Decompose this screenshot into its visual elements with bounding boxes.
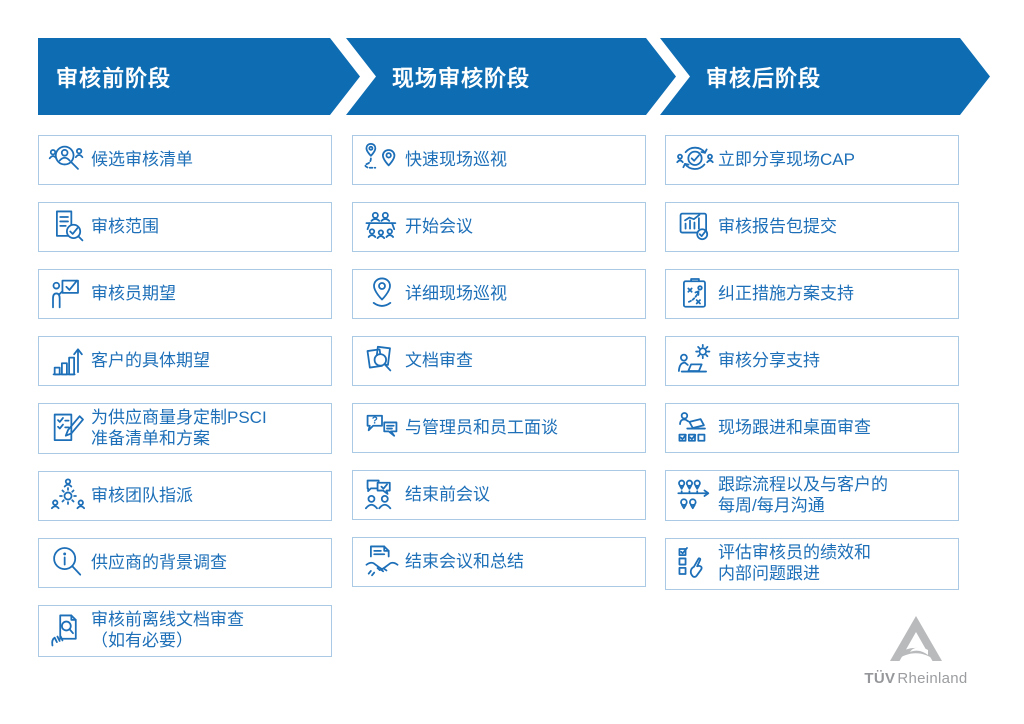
process-step-box: 结束前会议 — [352, 470, 646, 520]
phase-header-label: 审核后阶段 — [706, 65, 822, 91]
process-step-box: 开始会议 — [352, 202, 646, 252]
logo-brand-regular: Rheinland — [897, 670, 968, 687]
process-step-label: 与管理员和员工面谈 — [405, 417, 558, 437]
process-step-label: 文档审查 — [405, 350, 473, 370]
pre-audit-steps-column: 候选审核清单 审核范围 审核员期望 客户的具体期望 为供应商量身定制PSCI 准… — [38, 135, 332, 674]
phase-header-pre-audit: 审核前阶段 — [38, 38, 360, 115]
process-step-label: 审核前离线文档审查 （如有必要） — [91, 610, 244, 651]
phase-header-label: 现场审核阶段 — [392, 65, 531, 91]
psci-checklist-icon — [45, 409, 91, 449]
process-step-label: 详细现场巡视 — [405, 283, 507, 303]
process-step-box: 文档审查 — [352, 336, 646, 386]
report-submission-icon — [672, 207, 718, 247]
background-check-icon — [45, 543, 91, 583]
audit-share-support-icon — [672, 341, 718, 381]
closing-meeting-icon — [359, 542, 405, 582]
auditor-expectations-icon — [45, 274, 91, 314]
process-step-label: 跟踪流程以及与客户的 每周/每月沟通 — [718, 475, 888, 515]
process-step-box: 审核报告包提交 — [665, 202, 959, 252]
candidate-audit-list-icon — [45, 140, 91, 180]
process-step-label: 快速现场巡视 — [405, 149, 507, 169]
process-step-label: 审核团队指派 — [91, 486, 193, 506]
team-assignment-icon — [45, 476, 91, 516]
process-step-label: 审核员期望 — [91, 283, 176, 303]
pre-closing-meeting-icon — [359, 475, 405, 515]
process-step-box: 审核分享支持 — [665, 336, 959, 386]
audit-scope-icon — [45, 207, 91, 247]
process-step-label: 审核报告包提交 — [718, 216, 837, 236]
process-step-label: 评估审核员的绩效和 内部问题跟进 — [718, 543, 871, 584]
process-step-box: 审核范围 — [38, 202, 332, 252]
detailed-site-tour-icon — [359, 274, 405, 314]
process-step-box: 立即分享现场CAP — [665, 135, 959, 185]
process-step-box: 纠正措施方案支持 — [665, 269, 959, 319]
phase-header-onsite-audit: 现场审核阶段 — [346, 38, 676, 115]
process-tracking-icon — [672, 476, 718, 516]
process-step-box: 客户的具体期望 — [38, 336, 332, 386]
process-step-label: 结束会议和总结 — [405, 551, 524, 571]
document-review-icon — [359, 341, 405, 381]
process-step-label: 客户的具体期望 — [91, 350, 210, 370]
process-step-box: 详细现场巡视 — [352, 269, 646, 319]
quick-site-tour-icon — [359, 140, 405, 180]
process-step-label: 纠正措施方案支持 — [718, 283, 854, 303]
offline-doc-review-icon — [45, 611, 91, 651]
tuv-rheinland-triangle-icon — [890, 616, 942, 661]
svg-text:?: ? — [372, 416, 378, 427]
corrective-action-support-icon — [672, 274, 718, 314]
process-step-label: 为供应商量身定制PSCI 准备清单和方案 — [91, 408, 267, 448]
process-step-box: 候选审核清单 — [38, 135, 332, 185]
client-expectations-icon — [45, 341, 91, 381]
interviews-icon: ? — [359, 408, 405, 448]
process-step-box: 审核前离线文档审查 （如有必要） — [38, 605, 332, 657]
process-step-label: 供应商的背景调查 — [91, 553, 227, 573]
process-step-box: 现场跟进和桌面审查 — [665, 403, 959, 453]
process-step-box: 审核员期望 — [38, 269, 332, 319]
auditor-evaluation-icon — [672, 544, 718, 584]
process-step-label: 现场跟进和桌面审查 — [718, 417, 871, 437]
process-step-label: 审核分享支持 — [718, 350, 820, 370]
logo-brand-bold: TÜV — [864, 670, 896, 687]
process-step-label: 立即分享现场CAP — [718, 149, 855, 169]
process-step-box: 评估审核员的绩效和 内部问题跟进 — [665, 538, 959, 590]
process-step-box: 快速现场巡视 — [352, 135, 646, 185]
opening-meeting-icon — [359, 207, 405, 247]
post-audit-steps-column: 立即分享现场CAP 审核报告包提交 纠正措施方案支持 审核分享支持 现场跟进和桌… — [665, 135, 959, 607]
phase-header-post-audit: 审核后阶段 — [660, 38, 990, 115]
process-step-box: 审核团队指派 — [38, 471, 332, 522]
phase-header-label: 审核前阶段 — [56, 65, 172, 91]
process-step-box: 为供应商量身定制PSCI 准备清单和方案 — [38, 403, 332, 455]
process-step-box: 结束会议和总结 — [352, 537, 646, 587]
site-follow-up-icon — [672, 408, 718, 448]
share-cap-icon — [672, 140, 718, 180]
process-step-box: ? 与管理员和员工面谈 — [352, 403, 646, 453]
onsite-audit-steps-column: 快速现场巡视 开始会议 详细现场巡视 文档审查 ? 与管理员和员工面谈 结束前会… — [352, 135, 646, 604]
process-step-label: 结束前会议 — [405, 484, 490, 504]
process-step-box: 供应商的背景调查 — [38, 538, 332, 589]
process-step-box: 跟踪流程以及与客户的 每周/每月沟通 — [665, 470, 959, 522]
process-step-label: 候选审核清单 — [91, 149, 193, 169]
process-step-label: 审核范围 — [91, 216, 159, 236]
process-step-label: 开始会议 — [405, 216, 473, 236]
